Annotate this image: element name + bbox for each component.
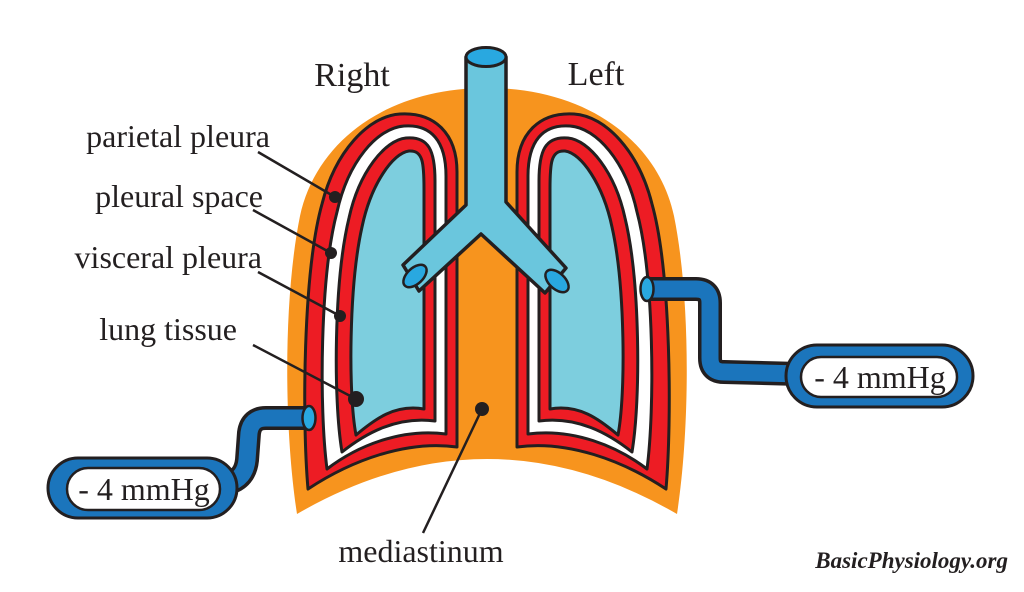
trachea-opening	[464, 46, 508, 68]
side-label-left: Left	[568, 56, 625, 93]
parietal-pleura-dot	[329, 191, 341, 203]
right-gauge-value: - 4 mmHg	[78, 471, 210, 507]
mediastinum-label: mediastinum	[338, 533, 503, 569]
side-label-right: Right	[314, 57, 390, 94]
visceral-pleura-leader	[257, 270, 341, 318]
lung-tissue-callout: lung tissue	[99, 311, 364, 407]
left-tube-opening	[639, 275, 655, 303]
left-manometer-tube	[647, 280, 801, 383]
parietal-pleura-label: parietal pleura	[86, 118, 270, 154]
left-gauge-face	[799, 355, 959, 399]
mediastinum-callout: mediastinum	[338, 402, 504, 569]
pleural-space-label: pleural space	[95, 178, 263, 214]
visceral-pleura-dot	[334, 310, 346, 322]
right-lung	[303, 112, 459, 491]
pleural-space-dot	[325, 247, 337, 259]
callouts: parietal pleura pleural space visceral p…	[75, 118, 504, 569]
parietal-pleura-callout: parietal pleura	[86, 118, 341, 203]
left-gauge-value: - 4 mmHg	[814, 359, 946, 395]
visceral-pleura-label: visceral pleura	[75, 239, 262, 275]
airway	[401, 46, 570, 295]
lung-tissue-dot	[348, 391, 364, 407]
left-bronchus-opening	[544, 268, 570, 294]
lung-tissue-label: lung tissue	[99, 311, 237, 347]
pleural-space-callout: pleural space	[95, 178, 337, 259]
lung-tissue-leader	[252, 343, 357, 401]
parietal-pleura-leader	[257, 150, 336, 199]
left-manometer: - 4 mmHg	[639, 275, 975, 409]
trachea-bronchi-body	[401, 55, 568, 295]
right-lung-tissue	[349, 149, 426, 437]
visceral-pleura-callout: visceral pleura	[75, 239, 346, 322]
right-tube-opening	[301, 404, 317, 432]
right-manometer: - 4 mmHg	[46, 404, 317, 520]
left-lung-tissue	[548, 149, 625, 437]
mediastinum-dot	[475, 402, 489, 416]
pleural-space-leader	[252, 208, 332, 255]
left-lung	[515, 112, 671, 491]
right-bronchus-opening	[402, 263, 428, 289]
right-gauge-face	[65, 466, 222, 512]
mediastinum-leader	[421, 408, 484, 534]
credit-text: BasicPhysiology.org	[814, 548, 1008, 573]
